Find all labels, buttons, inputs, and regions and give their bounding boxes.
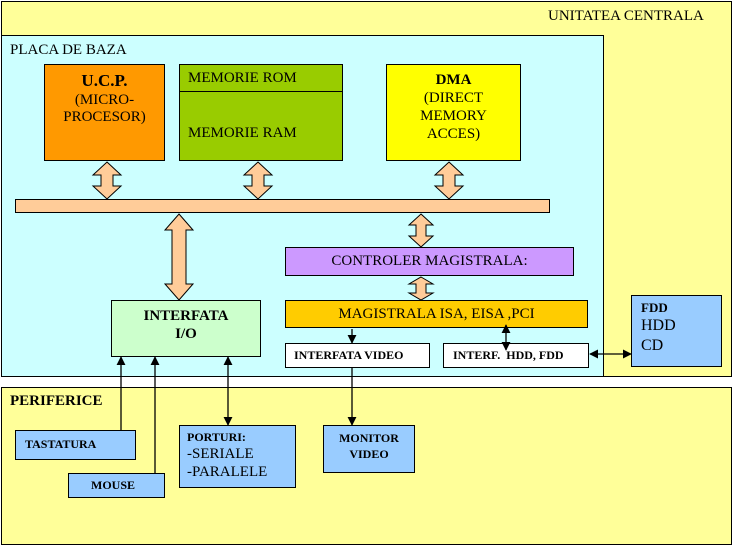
interf-hdd-fdd-label: INTERF. HDD, FDD bbox=[453, 348, 564, 362]
placa-de-baza-title: PLACA DE BAZA bbox=[10, 42, 127, 58]
monitor-video-box: MONITOR VIDEO bbox=[323, 425, 415, 473]
tastatura-box bbox=[15, 430, 136, 460]
controler-magistrala-box: CONTROLER MAGISTRALA: bbox=[285, 247, 574, 276]
ucp-line2: PROCESOR) bbox=[63, 109, 146, 125]
memorie-rom-divider bbox=[179, 91, 343, 92]
storage-fdd-label: FDD bbox=[641, 300, 668, 315]
porturi-title: PORTURI: bbox=[187, 430, 246, 444]
interfata-video-label: INTERFATA VIDEO bbox=[294, 348, 404, 362]
mouse-label: MOUSE bbox=[91, 478, 136, 492]
bus-io-double-arrow bbox=[163, 213, 195, 301]
tastatura-label: TASTATURA bbox=[25, 437, 97, 451]
ucp-line1: (MICRO- bbox=[74, 92, 135, 108]
storage-hdd-label: HDD bbox=[641, 317, 676, 334]
dma-line2: MEMORY bbox=[420, 108, 487, 124]
ucp-box: U.C.P. (MICRO- PROCESOR) bbox=[44, 64, 165, 161]
periferice-title: PERIFERICE bbox=[10, 393, 103, 409]
interf-hdd-fdd-box bbox=[443, 343, 589, 368]
dma-box: DMA (DIRECT MEMORY ACCES) bbox=[386, 64, 521, 161]
porturi-seriale: -SERIALE bbox=[187, 446, 254, 462]
storage-cd-label: CD bbox=[641, 337, 664, 354]
interfata-video-box bbox=[285, 343, 430, 368]
ucp-title: U.C.P. bbox=[81, 71, 128, 90]
controler-magistrala-double-arrow bbox=[407, 276, 435, 301]
memorie-ram-label: MEMORIE RAM bbox=[188, 125, 297, 141]
dma-line1: (DIRECT bbox=[423, 90, 484, 106]
dma-line3: ACCES) bbox=[426, 126, 481, 142]
interfata-io-line2: I/O bbox=[175, 326, 197, 342]
memorie-bus-double-arrow bbox=[242, 161, 274, 200]
bus-controler-double-arrow bbox=[407, 213, 435, 248]
magistrala-label: MAGISTRALA ISA, EISA ,PCI bbox=[338, 305, 535, 322]
porturi-paralele: -PARALELE bbox=[187, 464, 268, 480]
dma-bus-double-arrow bbox=[433, 161, 465, 200]
ucp-bus-double-arrow bbox=[91, 161, 123, 200]
controler-magistrala-label: CONTROLER MAGISTRALA: bbox=[331, 253, 528, 269]
system-bus-bar bbox=[15, 199, 550, 213]
magistrala-box: MAGISTRALA ISA, EISA ,PCI bbox=[285, 300, 588, 328]
unitatea-centrala-title: UNITATEA CENTRALA bbox=[548, 8, 704, 24]
interfata-io-box: INTERFATA I/O bbox=[111, 300, 261, 357]
memorie-box bbox=[179, 64, 343, 161]
monitor-line2: VIDEO bbox=[349, 447, 389, 461]
dma-title: DMA bbox=[435, 72, 472, 88]
storage-devices-box bbox=[631, 295, 722, 367]
memorie-rom-label: MEMORIE ROM bbox=[188, 70, 297, 86]
mouse-box bbox=[68, 473, 165, 498]
interfata-io-line1: INTERFATA bbox=[143, 308, 229, 324]
monitor-line1: MONITOR bbox=[339, 431, 399, 445]
porturi-box bbox=[179, 425, 296, 488]
